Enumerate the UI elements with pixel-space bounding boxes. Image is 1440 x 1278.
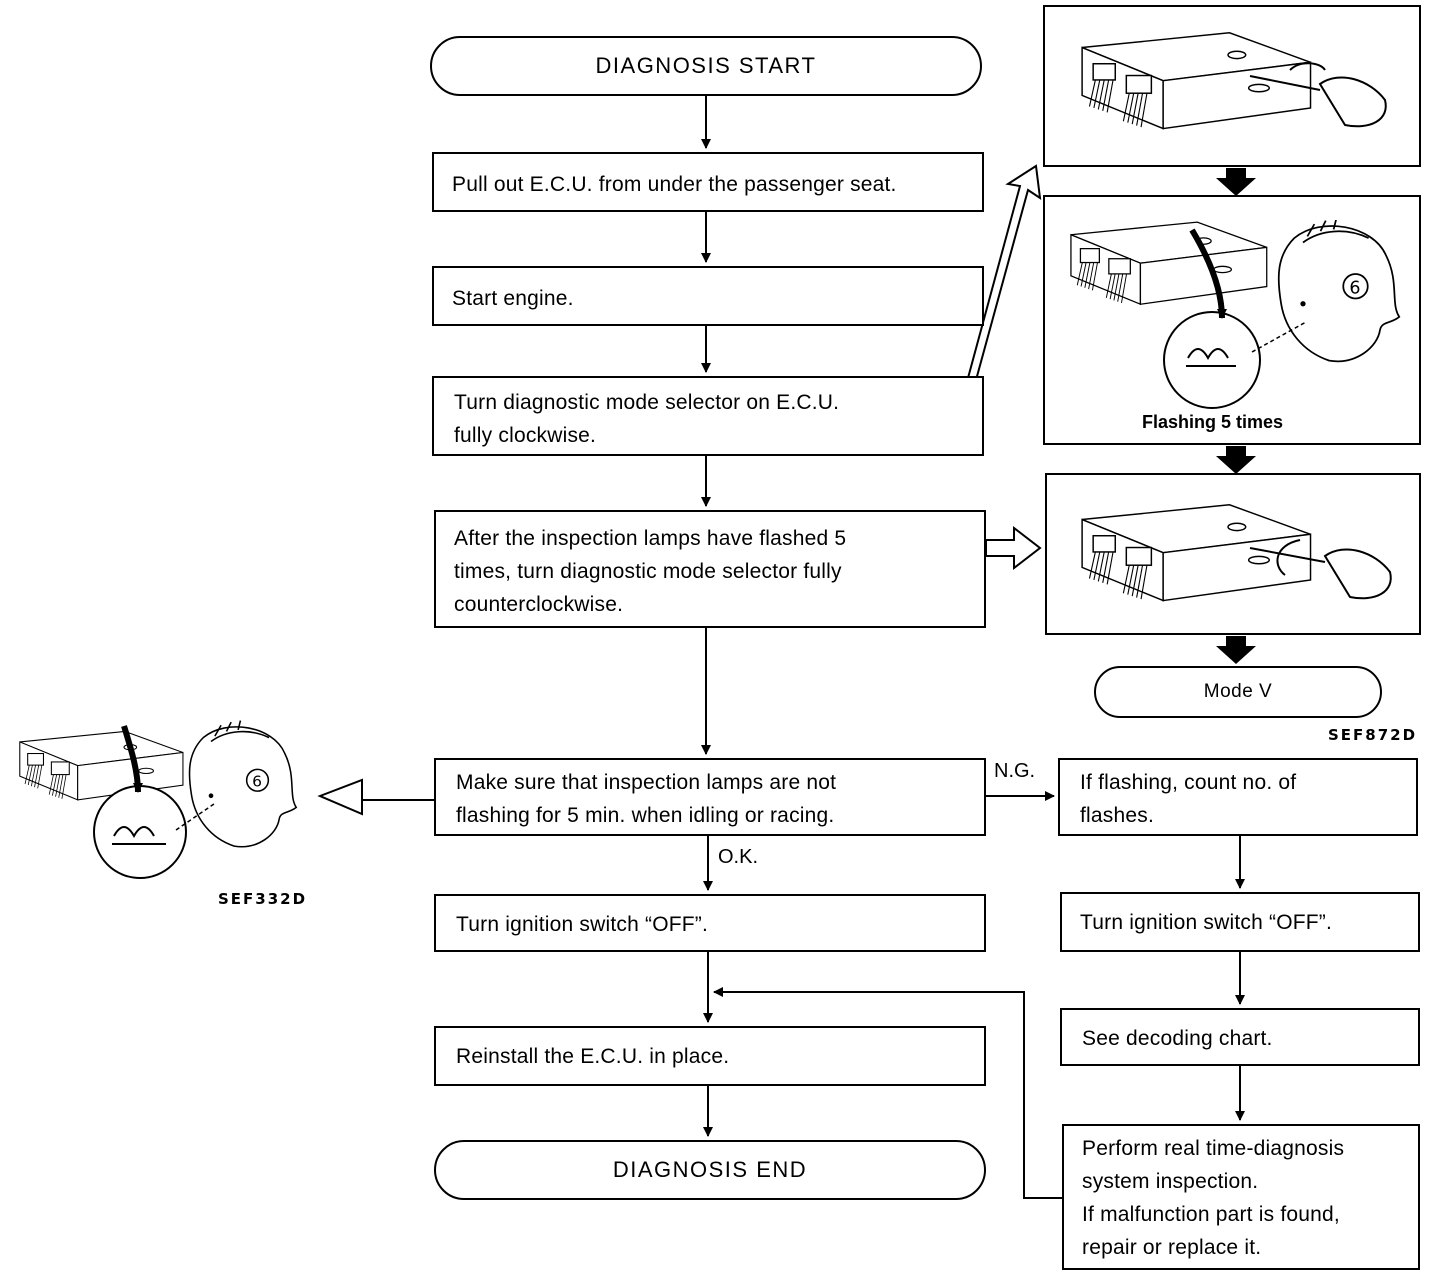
hollow-arrow-to-left-illustration <box>317 778 434 816</box>
face-illustration-left <box>188 719 298 848</box>
illustration-panel-3 <box>1045 473 1421 635</box>
flashing-caption: Flashing 5 times <box>1142 412 1284 432</box>
step-reinstall-text: Reinstall the E.C.U. in place. <box>456 1045 730 1068</box>
face-illustration-right <box>1277 220 1401 363</box>
arrow-return-loop <box>713 987 1062 1199</box>
step-ignition-off-text: Turn ignition switch “OFF”. <box>456 913 709 936</box>
step-make-sure: Make sure that inspection lamps are not … <box>434 758 986 836</box>
step-decoding-chart-text: See decoding chart. <box>1082 1027 1273 1050</box>
step-perform-inspection-text: Perform real time-diagnosis system inspe… <box>1082 1137 1345 1259</box>
step-ng-ignition-off: Turn ignition switch “OFF”. <box>1060 892 1420 952</box>
figure-code-left: SEF332D <box>218 890 308 908</box>
diagnosis-end-terminal: DIAGNOSIS END <box>434 1140 986 1200</box>
illustration-panel-2 <box>1043 195 1421 445</box>
screwdriver-hand-3 <box>1249 539 1392 600</box>
step-start-engine-text: Start engine. <box>452 287 574 310</box>
step-reinstall: Reinstall the E.C.U. in place. <box>434 1026 986 1086</box>
solid-arrow-3 <box>1216 636 1256 664</box>
mode-v-label: Mode V <box>1203 681 1273 702</box>
step-after-flash-text: After the inspection lamps have flashed … <box>454 527 847 616</box>
solid-arrow-2 <box>1216 446 1256 474</box>
step-pull-out-ecu-text: Pull out E.C.U. from under the passenger… <box>452 173 897 196</box>
hollow-arrow-to-top-illustration <box>966 164 1042 382</box>
step-perform-inspection: Perform real time-diagnosis system inspe… <box>1062 1124 1420 1270</box>
figure-code-right: SEF872D <box>1328 726 1418 744</box>
step-count-flashes: If flashing, count no. of flashes. <box>1058 758 1418 836</box>
step-after-flash: After the inspection lamps have flashed … <box>434 510 986 628</box>
step-make-sure-text: Make sure that inspection lamps are not … <box>456 771 837 827</box>
ecu-illustration-2 <box>1070 221 1268 305</box>
step-decoding-chart: See decoding chart. <box>1060 1008 1420 1066</box>
solid-arrow-1 <box>1216 168 1256 196</box>
diagnosis-start-terminal: DIAGNOSIS START <box>430 36 982 96</box>
step-count-flashes-text: If flashing, count no. of flashes. <box>1080 771 1297 827</box>
label-ok: O.K. <box>718 846 759 868</box>
step-pull-out-ecu: Pull out E.C.U. from under the passenger… <box>432 152 984 212</box>
mode-v-terminal: Mode V <box>1094 666 1382 718</box>
step-start-engine: Start engine. <box>432 266 984 326</box>
hollow-arrow-to-third-illustration <box>985 525 1042 571</box>
diagnosis-start-label: DIAGNOSIS START <box>595 53 817 78</box>
step-turn-selector: Turn diagnostic mode selector on E.C.U. … <box>432 376 984 456</box>
label-ng: N.G. <box>994 760 1036 782</box>
screwdriver-hand-1 <box>1249 62 1387 128</box>
step-ignition-off: Turn ignition switch “OFF”. <box>434 894 986 952</box>
illustration-panel-1 <box>1043 5 1421 167</box>
step-turn-selector-text: Turn diagnostic mode selector on E.C.U. … <box>454 391 840 447</box>
lamp-magnifier-circle-left <box>93 785 187 879</box>
diagnosis-end-label: DIAGNOSIS END <box>612 1157 808 1182</box>
lamp-magnifier-circle <box>1163 311 1261 409</box>
step-ng-ignition-off-text: Turn ignition switch “OFF”. <box>1080 911 1333 934</box>
